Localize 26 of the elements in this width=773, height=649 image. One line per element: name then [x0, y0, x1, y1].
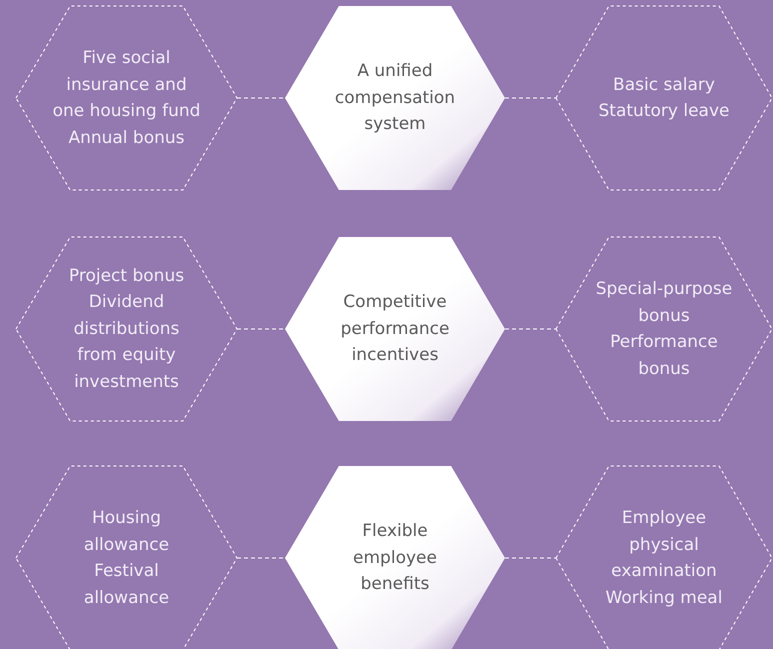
hexagon-text: Housing allowance	[82, 507, 170, 556]
hexagon-text: Performance bonus	[609, 331, 719, 380]
hexagon-text: Employee physical examination	[610, 507, 718, 583]
hexagon-text: A unified compensation system	[334, 60, 456, 136]
hexagon-text: Flexible employee benefits	[352, 520, 438, 596]
hexagon-text: Festival allowance	[82, 560, 170, 610]
connector-line	[504, 328, 556, 330]
dashed-hexagon-node	[16, 237, 237, 421]
connector-line	[236, 328, 286, 330]
dashed-hexagon-node	[16, 6, 237, 190]
hexagon-text: Five social insurance and one housing fund	[52, 47, 202, 123]
hexagon-text: Annual bonus	[67, 126, 186, 150]
hexagon-text: Statutory leave	[598, 100, 730, 123]
dashed-hexagon-node	[556, 466, 772, 649]
hexagon-text: Dividend distributions from equity investments	[72, 291, 180, 394]
hexagon-node	[285, 237, 505, 421]
dashed-hexagon-node	[556, 237, 772, 421]
dashed-hexagon-node	[16, 466, 237, 649]
hexagon-text: Special-purpose bonus	[594, 278, 734, 328]
hexagon-text: Basic salary	[612, 74, 716, 96]
hexagon-text: Competitive performance incentives	[340, 291, 450, 368]
hexagon-node	[285, 6, 505, 190]
hexagon-text: Project bonus	[68, 264, 186, 288]
hexagon-text: Working meal	[604, 586, 724, 610]
hexagon-node	[285, 466, 505, 649]
dashed-hexagon-node	[556, 6, 772, 190]
